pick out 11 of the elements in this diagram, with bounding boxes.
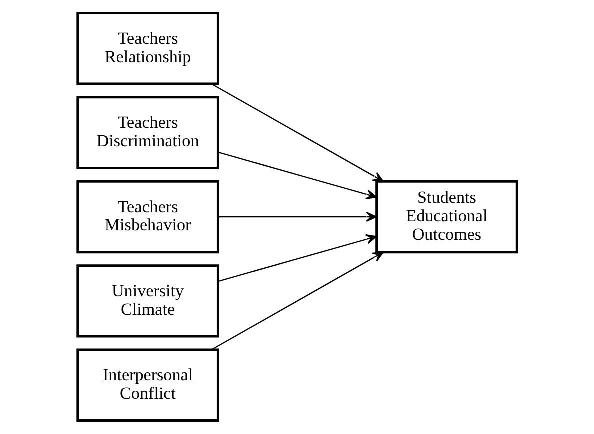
arrow [218, 234, 377, 282]
arrow [210, 252, 384, 350]
arrow [218, 152, 377, 200]
arrow [218, 212, 377, 222]
arrow [210, 84, 384, 182]
node-box: University Climate [76, 264, 219, 338]
node-box: Students Educational Outcomes [375, 180, 518, 254]
node-box: Teachers Discrimination [76, 96, 219, 170]
node-box: Teachers Relationship [76, 12, 219, 86]
node-box: Interpersonal Conflict [76, 348, 219, 422]
node-box: Teachers Misbehavior [76, 180, 219, 254]
